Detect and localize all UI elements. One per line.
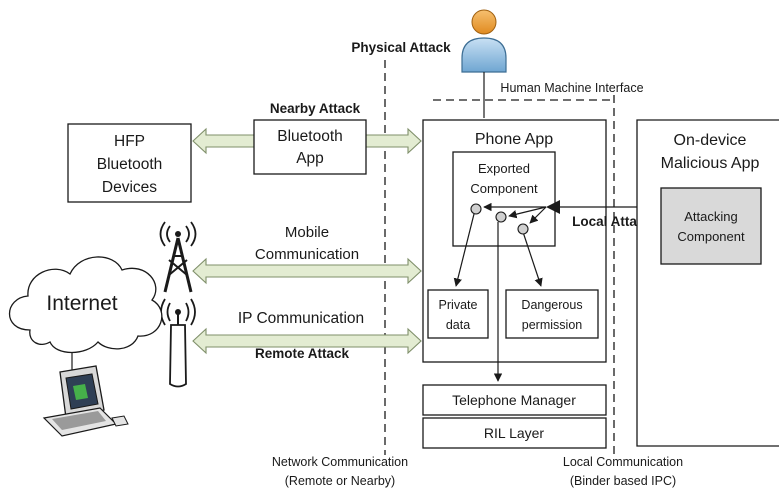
bluetooth-app-label-2: App [296, 150, 324, 167]
on-device-label-2: Malicious App [661, 155, 760, 172]
hmi-label: Human Machine Interface [500, 81, 643, 95]
local-comm-label-2: (Binder based IPC) [570, 474, 676, 488]
mobile-comm-label-2: Communication [255, 246, 359, 263]
on-device-label-1: On-device [674, 132, 747, 149]
dangerous-label-1: Dangerous [521, 298, 582, 312]
hfp-label-3: Devices [102, 179, 157, 196]
telephone-manager-label: Telephone Manager [452, 392, 576, 408]
ip-double-arrow [192, 327, 422, 355]
dangerous-permission-box [505, 289, 599, 339]
entry-point-dot-1 [470, 203, 482, 215]
fan-arrow-2 [508, 206, 547, 219]
bluetooth-app-label-1: Bluetooth [277, 128, 343, 145]
hfp-label-2: Bluetooth [97, 156, 163, 173]
attacking-label-1: Attacking [684, 209, 737, 224]
dangerous-label-2: permission [522, 318, 582, 332]
ril-layer-label: RIL Layer [484, 425, 545, 441]
ip-comm-label: IP Communication [238, 310, 364, 327]
private-data-box [427, 289, 489, 339]
entry-point-dot-2 [495, 211, 507, 223]
computer-icon [42, 365, 129, 437]
private-data-label-2: data [446, 318, 470, 332]
telephone-manager-box [422, 384, 607, 416]
ril-layer-box [422, 417, 607, 449]
physical-attack-label: Physical Attack [351, 40, 451, 55]
flow-to-dangerous-permission [522, 231, 543, 287]
hfp-label-1: HFP [114, 133, 145, 150]
phone-app-title: Phone App [475, 131, 553, 148]
internet-label: Internet [46, 292, 117, 315]
person-icon [461, 9, 507, 73]
attacking-component-box [660, 187, 762, 265]
nearby-attack-label: Nearby Attack [270, 101, 361, 116]
local-attack-label: Local Attack [572, 214, 652, 229]
cell-tower-icon [159, 221, 197, 293]
flow-to-private-data [453, 213, 475, 287]
fan-arrow-3 [529, 206, 547, 224]
bluetooth-app-box [253, 119, 367, 175]
mobile-comm-label-1: Mobile [285, 224, 329, 241]
hfp-devices-box [67, 123, 192, 203]
exported-label-2: Component [470, 181, 538, 196]
local-attack-arrowhead [546, 200, 560, 214]
network-comm-label-2: (Remote or Nearby) [285, 474, 395, 488]
private-data-label-1: Private [439, 298, 478, 312]
attacking-label-2: Component [677, 229, 745, 244]
remote-attack-label: Remote Attack [255, 346, 350, 361]
mobile-double-arrow [192, 257, 422, 285]
entry-point-dot-3 [517, 223, 529, 235]
exported-label-1: Exported [478, 161, 530, 176]
antenna-icon [160, 298, 196, 388]
local-comm-label-1: Local Communication [563, 455, 683, 469]
network-comm-label-1: Network Communication [272, 455, 408, 469]
cloud-icon [8, 256, 163, 354]
